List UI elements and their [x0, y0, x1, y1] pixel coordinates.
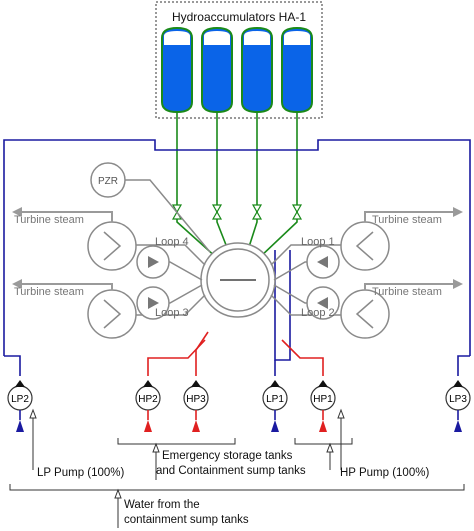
- pump-hp2-label: HP2: [138, 394, 158, 405]
- tanks-label-line1: Emergency storage tanks: [162, 450, 293, 462]
- main-circulation-pumps: [136, 245, 340, 320]
- turbine-steam-label-right-top: Turbine steam: [372, 214, 442, 226]
- pump-hp1-label: HP1: [313, 394, 333, 405]
- pressurizer: PZR: [90, 162, 126, 198]
- check-valves: [171, 204, 303, 220]
- hp-pump-label: HP Pump (100%): [340, 467, 429, 479]
- steam-generator-loop-1: [340, 221, 390, 271]
- sump-label-line2: containment sump tanks: [124, 514, 249, 526]
- sump-label-line1: Water from the: [124, 499, 200, 511]
- loop-1-label: Loop 1: [301, 236, 335, 248]
- loop-4-label: Loop 4: [155, 236, 189, 248]
- pzr-label: PZR: [98, 176, 118, 187]
- mcp-loop-2: [306, 286, 340, 320]
- turbine-steam-label-left-bottom: Turbine steam: [14, 286, 84, 298]
- pzr-line: [125, 179, 211, 253]
- pump-hp3: HP3: [183, 380, 209, 432]
- accumulator-lines: [176, 112, 298, 259]
- mcp-loop-1: [306, 245, 340, 279]
- turbine-steam-label-left-top: Turbine steam: [14, 214, 84, 226]
- accumulator-tank-3: [241, 26, 273, 114]
- mcp-loop-3: [136, 286, 170, 320]
- tanks-label-line2: and Containment sump tanks: [156, 465, 306, 477]
- hp-injection-lines: [147, 331, 324, 376]
- pump-lp1-label: LP1: [266, 394, 284, 405]
- steam-generators: [87, 221, 390, 339]
- accumulators-title: Hydroaccumulators HA-1: [172, 10, 306, 24]
- accumulator-frame: [155, 1, 323, 119]
- accumulator-tank-1: [161, 26, 193, 114]
- pump-hp1: HP1: [310, 380, 336, 432]
- lp-header-lines: [3, 139, 471, 376]
- pump-lp1: LP1: [262, 380, 288, 432]
- steam-generator-loop-4: [87, 221, 137, 271]
- mcp-loop-4: [136, 245, 170, 279]
- turbine-steam-label-right-bottom: Turbine steam: [372, 286, 442, 298]
- pump-lp2: LP2: [7, 380, 33, 432]
- lp-pump-label: LP Pump (100%): [37, 467, 125, 479]
- injection-pumps: LP2 HP2 HP3 LP1 HP1: [7, 380, 471, 432]
- pump-hp2: HP2: [135, 380, 161, 432]
- accumulator-tanks: [161, 26, 313, 114]
- accumulator-tank-2: [201, 26, 233, 114]
- pump-lp3-label: LP3: [449, 394, 467, 405]
- leader-arrowheads: [29, 408, 345, 499]
- turbine-steam-arrows: [12, 207, 463, 290]
- pump-hp3-label: HP3: [186, 394, 206, 405]
- pump-lp3: LP3: [445, 380, 471, 432]
- loop-2-label: Loop 2: [301, 307, 335, 319]
- accumulator-tank-4: [281, 26, 313, 114]
- pump-lp2-label: LP2: [11, 394, 29, 405]
- steam-generator-loop-3: [87, 289, 137, 339]
- loop-3-label: Loop 3: [155, 307, 189, 319]
- reactor-vessel: [200, 242, 276, 318]
